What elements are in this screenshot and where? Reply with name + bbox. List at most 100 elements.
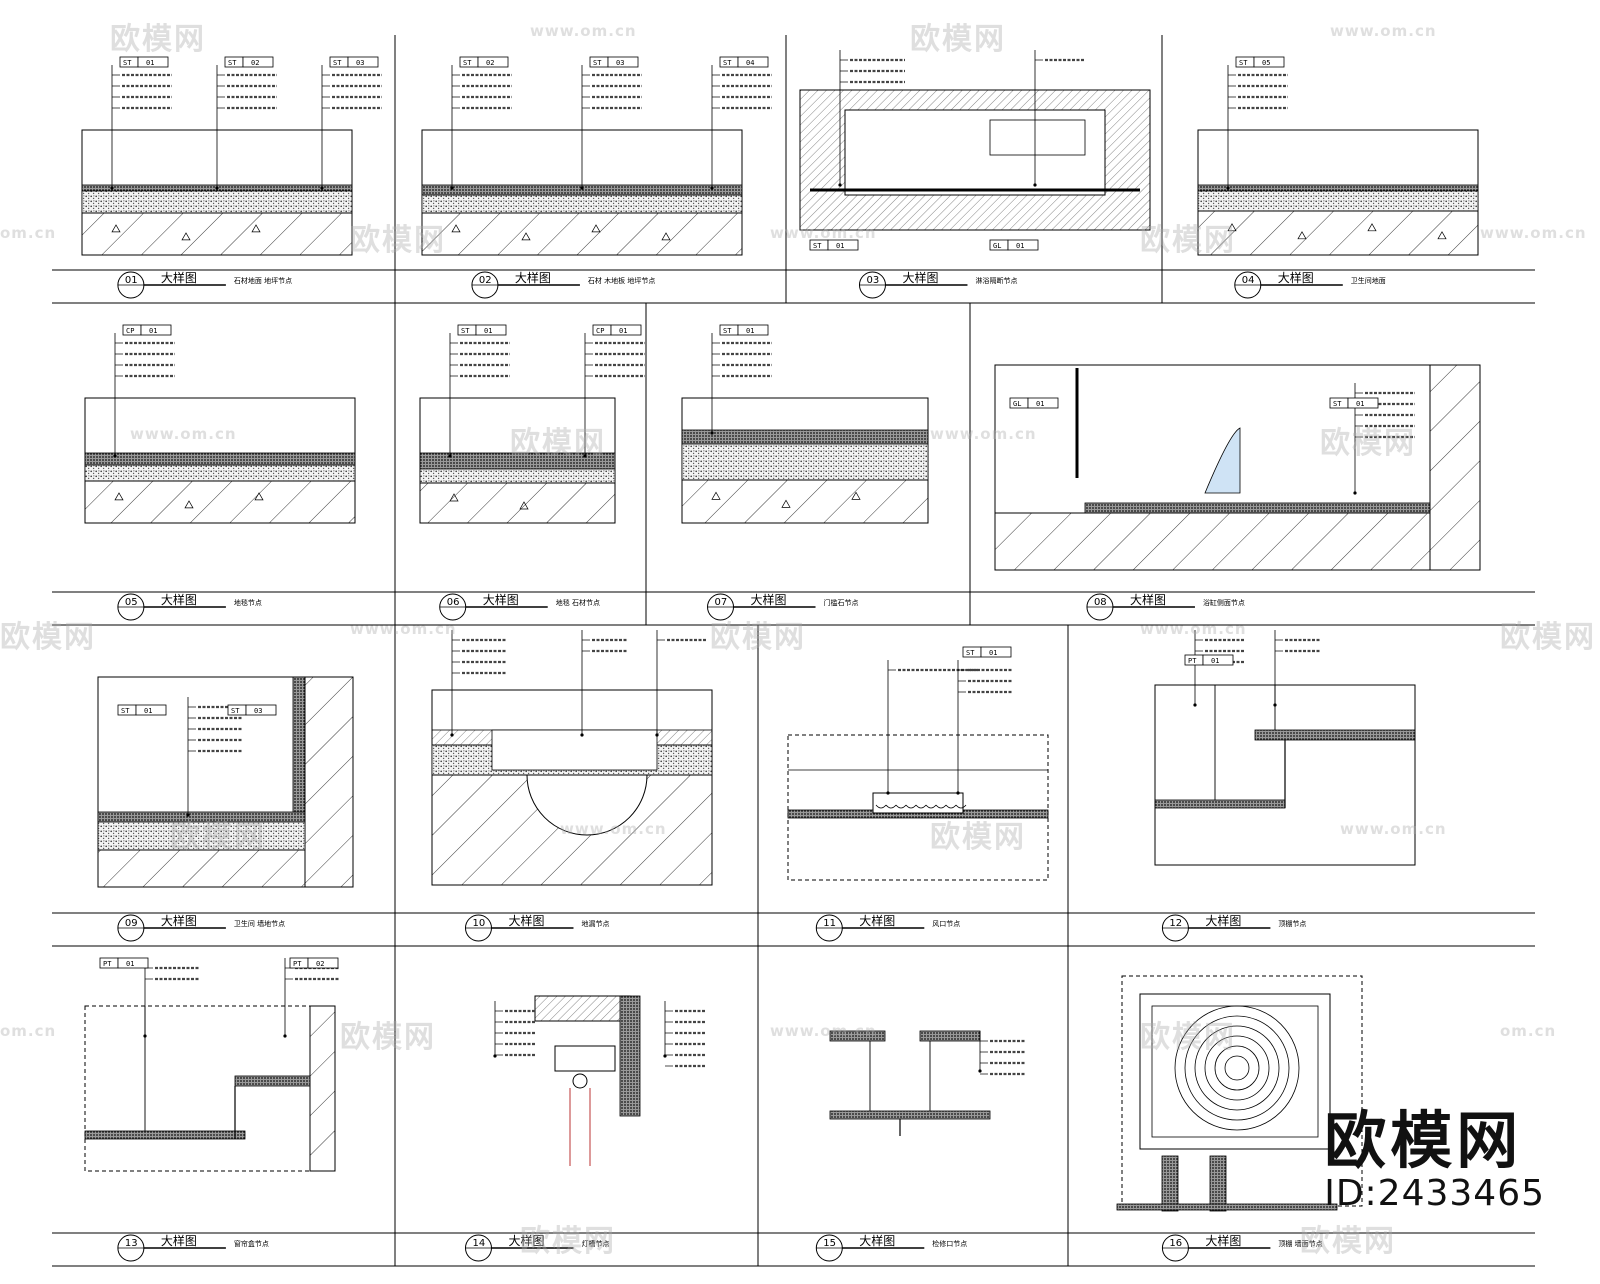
leader-dot (186, 813, 190, 817)
tub-spout (1204, 427, 1241, 494)
detail-number: 15 (823, 1238, 836, 1249)
material-tag-right (117, 957, 149, 969)
wall-structure (304, 676, 354, 888)
caption-title: 大样图 (161, 1233, 197, 1248)
material-tag-number: 01 (144, 707, 152, 715)
caption-subtitle: 淋浴隔断节点 (975, 276, 1017, 285)
material-tag-number: 04 (746, 59, 754, 67)
caption-title: 大样图 (1205, 913, 1241, 928)
leader-dot (215, 186, 219, 190)
material-tag-number: 03 (616, 59, 624, 67)
floor-slab (97, 849, 306, 888)
material-tag-number: 01 (1211, 657, 1219, 665)
leader-dot (838, 183, 842, 187)
slab-left (829, 1030, 886, 1042)
material-tag-right (347, 56, 379, 68)
aggregate-mark (111, 224, 121, 233)
leader-dot (978, 1069, 982, 1073)
detail-number: 07 (715, 597, 728, 608)
material-tag-right (140, 324, 172, 336)
leader-dot (1193, 703, 1197, 707)
diffuser-ring (1194, 1025, 1280, 1111)
leader-dot (1226, 186, 1230, 190)
caption-title: 大样图 (859, 1233, 895, 1248)
material-tag-number: 01 (1036, 400, 1044, 408)
caption-subtitle: 卫生间地面 (1351, 276, 1386, 285)
material-tag-code: PT (1188, 657, 1197, 665)
detail-number: 10 (472, 918, 485, 929)
section-frame (84, 1005, 336, 1172)
aggregate-mark (711, 491, 721, 500)
aggregate-mark (519, 501, 529, 510)
material-tag-number: 05 (1262, 59, 1270, 67)
material-tag-right (610, 324, 642, 336)
window-wall (309, 1005, 336, 1172)
wall-fragment (619, 995, 641, 1117)
caption-subtitle: 顶棚节点 (1278, 919, 1306, 928)
caption-subtitle: 地漏节点 (581, 919, 609, 928)
aggregate-mark (781, 499, 791, 508)
caption-subtitle: 门槛石节点 (824, 598, 859, 607)
drain-bowl (526, 774, 648, 836)
material-tag-number: 02 (316, 960, 324, 968)
aggregate-mark (449, 493, 459, 502)
material-tag-number: 01 (149, 327, 157, 335)
caption-subtitle: 浴缸侧面节点 (1203, 598, 1245, 607)
brand-logo: 欧模网 (1324, 1104, 1523, 1177)
leader-dot (143, 1034, 147, 1038)
material-tag-right (137, 56, 169, 68)
leader-dot (450, 186, 454, 190)
material-tag-code: ST (966, 649, 975, 657)
material-tag-code: GL (993, 242, 1001, 250)
material-tag-right (1202, 654, 1234, 666)
wall-finish (292, 676, 306, 823)
finish-layer (84, 452, 356, 466)
diffuser-vane (945, 804, 957, 809)
material-tag-number: 01 (1016, 242, 1024, 250)
floor-finish (97, 811, 306, 823)
aggregate-mark (521, 232, 531, 241)
leader-dot (283, 1034, 287, 1038)
detail-number: 13 (125, 1238, 138, 1249)
screed-layer (419, 468, 616, 484)
diffuser-vane (925, 804, 937, 809)
caption-subtitle: 卫生间 墙地节点 (234, 919, 285, 928)
detail-number: 16 (1169, 1238, 1182, 1249)
detail-number: 11 (823, 918, 836, 929)
detail-number: 04 (1242, 275, 1255, 286)
caption-title: 大样图 (508, 1233, 544, 1248)
diffuser-vane (885, 804, 897, 809)
screed-layer (84, 464, 356, 482)
aggregate-mark (591, 224, 601, 233)
fixture-box (989, 119, 1086, 156)
lower-ceiling (1154, 799, 1286, 809)
material-tag-code: ST (593, 59, 602, 67)
diffuser-vane (915, 804, 927, 809)
detail-number: 14 (472, 1238, 485, 1249)
section-frame (787, 734, 1049, 881)
material-tag-code: ST (333, 59, 342, 67)
material-tag-code: ST (1333, 400, 1342, 408)
caption-subtitle: 石材地面 地坪节点 (234, 276, 292, 285)
material-tag-code: ST (121, 707, 130, 715)
slab-fragment (534, 995, 631, 1022)
caption-title: 大样图 (1278, 270, 1314, 285)
detail-number: 09 (125, 918, 138, 929)
caption-title: 大样图 (751, 592, 787, 607)
caption-subtitle: 石材 木地板 地坪节点 (588, 276, 655, 285)
leader-dot (710, 186, 714, 190)
leader-dot (110, 186, 114, 190)
material-tag-number: 01 (836, 242, 844, 250)
material-tag-code: ST (723, 327, 732, 335)
leader-dot (1273, 703, 1277, 707)
